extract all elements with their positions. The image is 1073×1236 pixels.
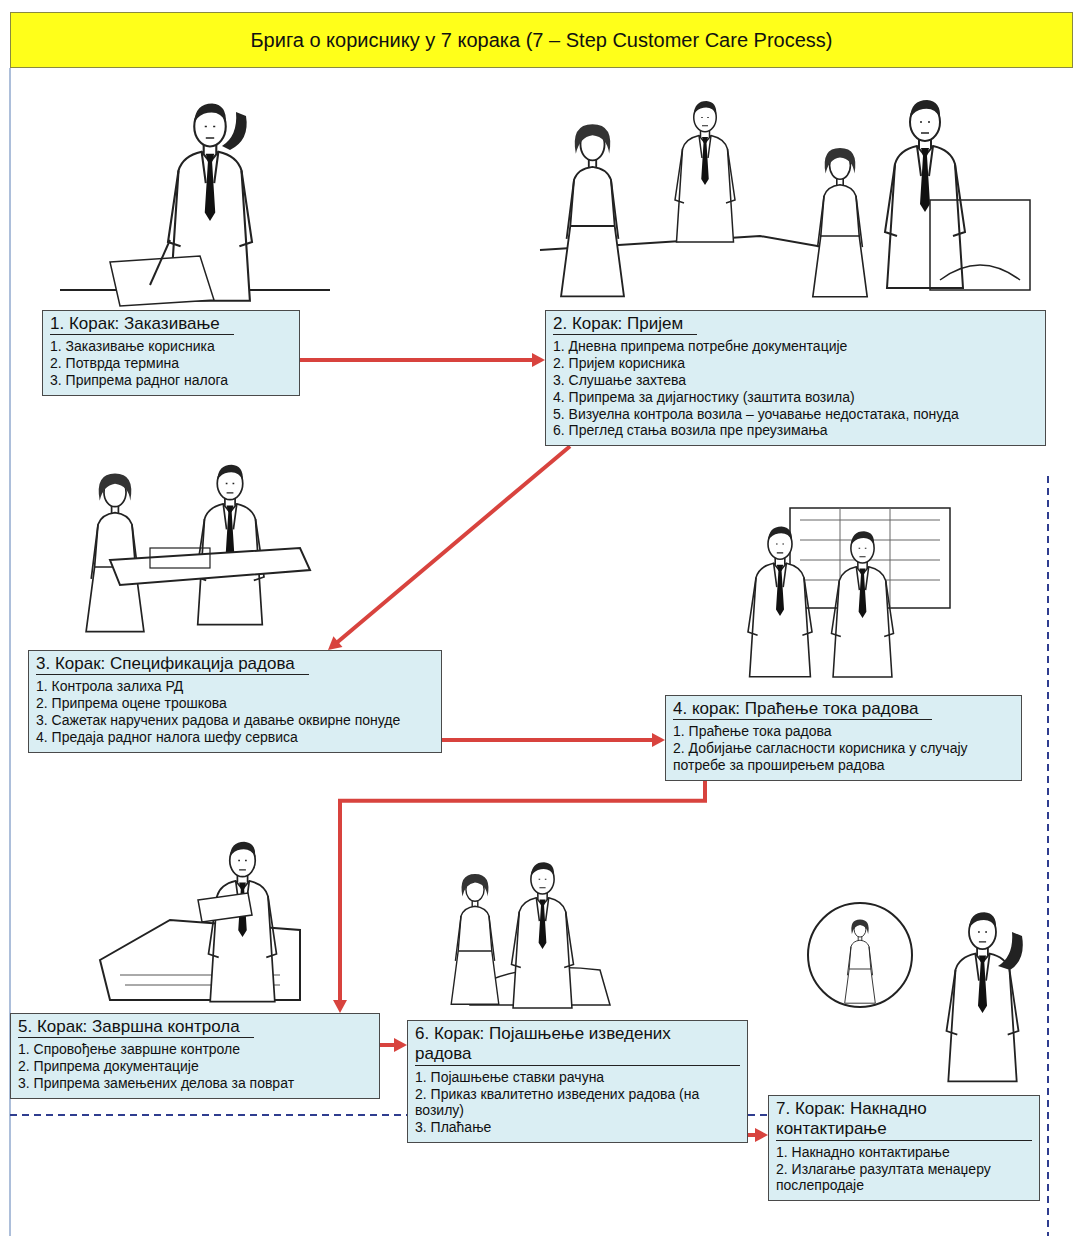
arrow-line (340, 781, 705, 1002)
step-item: 3. Припрема радног налога (50, 372, 292, 389)
flow-arrow (380, 1038, 407, 1052)
arrow-line (336, 446, 570, 643)
step-item: 3. Сажетак наручених радова и давање окв… (36, 712, 434, 729)
step-item: 2. Излагање разултата менаџеру послепрод… (776, 1161, 1032, 1195)
step-item: 4. Предаја радног налога шефу сервиса (36, 729, 434, 746)
step-item: 1. Контрола залиха РД (36, 678, 434, 695)
step-item: 1. Заказивање корисника (50, 338, 292, 355)
arrow-head (333, 1000, 347, 1013)
arrow-head (652, 733, 665, 747)
step-item: 2. Потврда термина (50, 355, 292, 372)
step7-picture (808, 903, 1023, 1081)
step-item: 3. Слушање захтева (553, 372, 1038, 389)
dashed-divider (10, 476, 1048, 1236)
step2-picture (540, 100, 1030, 297)
step-box: 4. корак: Праћење тока радова 1. Праћење … (665, 695, 1022, 781)
step-heading: 4. корак: Праћење тока радова (673, 699, 932, 720)
step-box: 3. Корак: Спецификација радова 1. Контрол… (28, 650, 442, 753)
step-heading: 1. Корак: Заказивање (50, 314, 234, 335)
step6-picture (451, 862, 610, 1008)
flow-arrow (328, 446, 570, 650)
step-item: 2. Припрема документације (18, 1058, 372, 1075)
step-heading: 6. Корак: Појашњење изведених радова (415, 1024, 740, 1066)
step-item: 3. Плаћање (415, 1119, 740, 1136)
step-box: 1. Корак: Заказивање 1. Заказивање корисн… (42, 310, 300, 396)
step-item: 2. Пријем корисника (553, 355, 1038, 372)
step-heading: 3. Корак: Спецификација радова (36, 654, 309, 675)
step3-picture (86, 465, 310, 632)
step-box: 6. Корак: Појашњење изведених радова 1. П… (407, 1020, 748, 1143)
step-heading: 2. Корак: Пријем (553, 314, 697, 335)
step-item: 6. Преглед стања возила пре преузимања (553, 422, 1038, 439)
step-item: 1. Накнадно контактирање (776, 1144, 1032, 1161)
step-box: 5. Корак: Завршна контрола 1. Спровођење … (10, 1013, 380, 1099)
step4-picture (748, 508, 950, 677)
flow-arrow (442, 733, 665, 747)
arrow-line (380, 1043, 396, 1047)
arrow-head (394, 1038, 407, 1052)
title-band: Брига о кориснику у 7 корака (7 – Step C… (10, 12, 1073, 68)
flow-arrow (300, 353, 545, 367)
arrow-line (300, 358, 534, 362)
title-text: Брига о кориснику у 7 корака (7 – Step C… (250, 29, 832, 52)
step1-picture (60, 103, 330, 306)
flow-arrow (333, 781, 705, 1013)
step-item: 1. Спровођење завршне контроле (18, 1041, 372, 1058)
step-item: 4. Припрема за дијагностику (заштита воз… (553, 389, 1038, 406)
flow-arrow (748, 1128, 768, 1142)
arrow-head (532, 353, 545, 367)
step-item: 1. Појашњење ставки рачуна (415, 1069, 740, 1086)
step-item: 2. Добијање сагласности корисника у случ… (673, 740, 1014, 774)
step5-picture (100, 842, 300, 1002)
step-item: 2. Приказ квалитетно изведених радова (н… (415, 1086, 740, 1120)
step-item: 1. Дневна припрема потребне документациј… (553, 338, 1038, 355)
step-box: 7. Корак: Накнадно контактирање 1. Накнад… (768, 1095, 1040, 1201)
arrow-head (328, 636, 342, 650)
step-box: 2. Корак: Пријем 1. Дневна припрема потре… (545, 310, 1046, 446)
arrow-line (442, 738, 654, 742)
step-item: 3. Припрема замењених делова за поврат (18, 1075, 372, 1092)
step-heading: 7. Корак: Накнадно контактирање (776, 1099, 1032, 1141)
step-item: 1. Праћење тока радова (673, 723, 1014, 740)
step-item: 5. Визуелна контрола возила – уочавање н… (553, 406, 1038, 423)
step-item: 2. Припрема оцене трошкова (36, 695, 434, 712)
arrow-head (755, 1128, 768, 1142)
step-heading: 5. Корак: Завршна контрола (18, 1017, 254, 1038)
